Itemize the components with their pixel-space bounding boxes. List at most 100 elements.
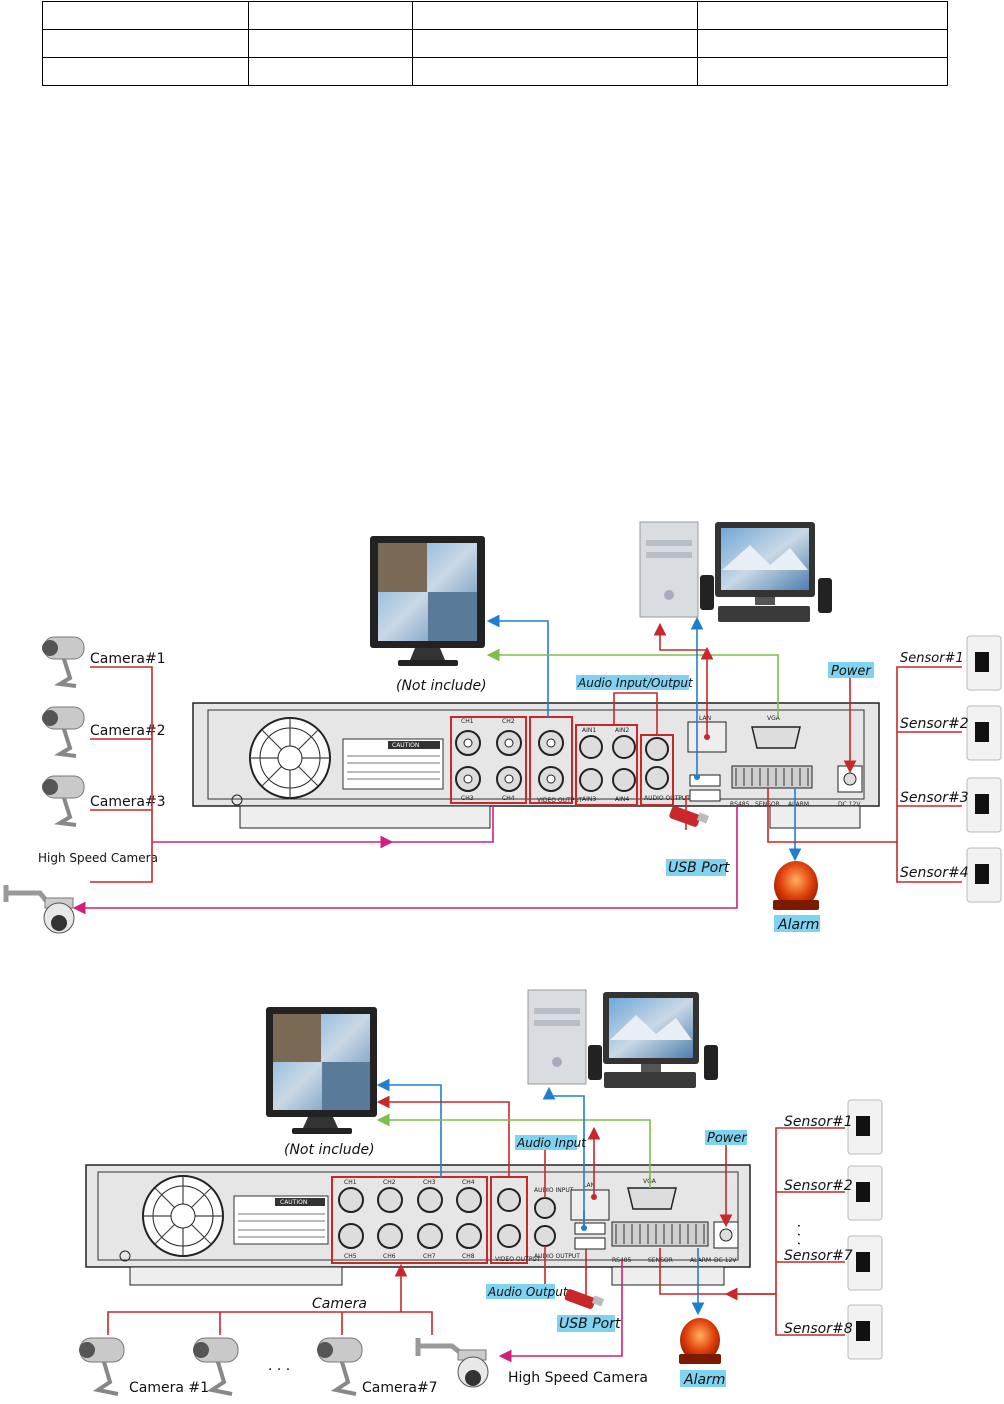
ch-label: CH2 xyxy=(383,1179,396,1186)
sensor-label: Sensor#7 xyxy=(784,1248,853,1264)
audio-input-port-label: AUDIO INPUT xyxy=(534,1187,574,1194)
blank-table xyxy=(42,1,948,86)
sensor-label: Sensor#3 xyxy=(900,790,969,806)
audio-input-badge xyxy=(515,1135,577,1150)
pir-sensor-icon xyxy=(847,1304,883,1360)
camera-wiring xyxy=(72,666,738,915)
ch-label: CH8 xyxy=(462,1253,475,1260)
rs485-label: RS485 xyxy=(730,801,750,808)
ch-label: CH1 xyxy=(461,718,474,725)
table-cell xyxy=(412,1,698,30)
output-wiring xyxy=(376,1078,651,1296)
audio-output-label: AUDIO OUTPUT xyxy=(644,795,690,802)
camera-dots: . . . xyxy=(268,1358,290,1374)
camera-icon xyxy=(79,1337,125,1396)
audio-output-label: Audio Output xyxy=(487,1285,569,1299)
usb-drive-icon xyxy=(669,806,710,827)
pir-sensor-icon xyxy=(966,777,1002,833)
vga-label: VGA xyxy=(767,715,781,722)
alarm-badge xyxy=(774,915,820,932)
table-cell xyxy=(412,29,698,58)
video-output-box xyxy=(529,716,573,804)
monitor-note: (Not include) xyxy=(284,1142,375,1158)
high-speed-camera-label: High Speed Camera xyxy=(38,851,158,865)
usb-badge xyxy=(666,859,726,876)
ch-label: CH4 xyxy=(502,795,515,802)
sensor-wiring xyxy=(767,666,962,883)
ain-label: AIN1 xyxy=(582,727,596,734)
pir-sensor-icon xyxy=(966,705,1002,761)
camera-label: Camera#2 xyxy=(90,723,166,739)
lan-label: LAN xyxy=(699,715,711,722)
usb-badge xyxy=(557,1315,615,1332)
table-cell xyxy=(248,29,413,58)
diagram-2: (Not include) xyxy=(79,989,883,1396)
camera-label: Camera#3 xyxy=(90,794,166,810)
dvr-rear-panel: CAUTION CH1 CH2 CH3 CH4 VIDEO xyxy=(192,702,880,829)
ch-label: CH3 xyxy=(423,1179,436,1186)
dc-label: DC 12V xyxy=(714,1257,737,1264)
ch-label: CH3 xyxy=(461,795,474,802)
camera-label: Camera #1 xyxy=(129,1380,209,1396)
camera-icon xyxy=(42,775,85,827)
table-cell xyxy=(412,57,698,86)
pir-sensor-icon xyxy=(847,1099,883,1155)
ain-label: AIN4 xyxy=(615,796,629,803)
camera-icon xyxy=(42,636,85,688)
power-label: Power xyxy=(707,1131,748,1146)
usb-drive-icon xyxy=(564,1289,605,1309)
alarm-label: Alarm xyxy=(683,1372,725,1388)
pir-sensor-icon xyxy=(847,1165,883,1221)
audio-input-label: Audio Input xyxy=(516,1136,587,1150)
camera-icon xyxy=(193,1337,239,1396)
table-row xyxy=(42,57,948,86)
alarm-siren-icon xyxy=(773,861,819,910)
video-output-label: VIDEO OUTPUT xyxy=(495,1256,541,1263)
ain-label: AIN3 xyxy=(582,796,596,803)
caution-text: CAUTION xyxy=(392,742,419,749)
pir-sensor-icon xyxy=(847,1235,883,1291)
output-wiring xyxy=(486,614,779,830)
power-label: Power xyxy=(831,664,872,679)
camera-label: Camera#7 xyxy=(362,1380,438,1396)
camera-wiring xyxy=(107,1260,623,1363)
ch-label: CH6 xyxy=(383,1253,396,1260)
ch-label: CH7 xyxy=(423,1253,436,1260)
monitor-icon xyxy=(266,1007,377,1134)
usb-label: USB Port xyxy=(668,860,730,876)
alarm-port-label: ALARM xyxy=(690,1257,711,1264)
channel-input-box xyxy=(450,716,527,804)
camera-icon xyxy=(42,706,85,758)
table-cell xyxy=(42,57,249,86)
sensor-label: Sensor#8 xyxy=(784,1321,853,1337)
power-badge xyxy=(828,662,874,678)
audio-output-badge xyxy=(486,1284,555,1299)
sensor-label: Sensor#2 xyxy=(900,716,969,732)
table-row xyxy=(42,29,948,58)
camera-group-label: Camera xyxy=(312,1296,367,1312)
monitor-note: (Not include) xyxy=(396,678,487,694)
ptz-camera-icon xyxy=(415,1338,489,1388)
sensor-label: Sensor#4 xyxy=(900,865,969,881)
ch-label: CH4 xyxy=(462,1179,475,1186)
computer-icon xyxy=(527,989,718,1088)
caution-text: CAUTION xyxy=(280,1199,307,1206)
table-cell xyxy=(248,57,413,86)
video-output-label: VIDEO OUTPUT xyxy=(537,797,583,804)
alarm-port-label: ALARM xyxy=(788,801,809,808)
high-speed-camera-label: High Speed Camera xyxy=(508,1370,648,1386)
monitor-icon xyxy=(370,536,485,666)
sensor-label: Sensor#2 xyxy=(784,1178,853,1194)
camera-label: Camera#1 xyxy=(90,651,166,667)
audio-output-port-label: AUDIO OUTPUT xyxy=(534,1253,580,1260)
pir-sensor-icon xyxy=(966,635,1002,691)
sensor-label: Sensor#1 xyxy=(784,1114,853,1130)
alarm-badge xyxy=(680,1370,726,1387)
audio-io-badge xyxy=(576,675,689,690)
ain-label: AIN2 xyxy=(615,727,629,734)
alarm-siren-icon xyxy=(679,1318,721,1364)
power-badge xyxy=(705,1130,747,1145)
ch-label: CH2 xyxy=(502,718,515,725)
audio-input-box xyxy=(575,724,638,806)
diagram-1: (Not include) xyxy=(3,521,1002,934)
